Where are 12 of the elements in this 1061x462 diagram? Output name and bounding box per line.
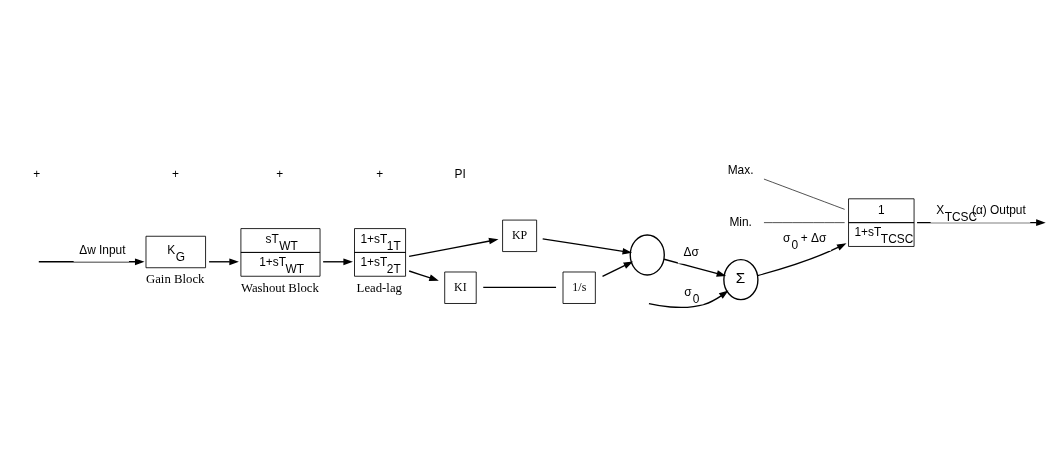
node-label: Washout Block [240,280,319,295]
node-label: Lead-lag [356,280,402,295]
edge-label: Δσ [683,244,699,259]
label: + [171,166,179,181]
label: + [276,166,284,181]
label: PI [454,166,466,181]
node-text: Max. [727,162,754,177]
edge-label: Δw Input [79,242,126,257]
node-label: Gain Block [146,271,205,286]
node-text: Min. [729,214,752,229]
label: + [33,166,41,181]
label: + [376,166,384,181]
